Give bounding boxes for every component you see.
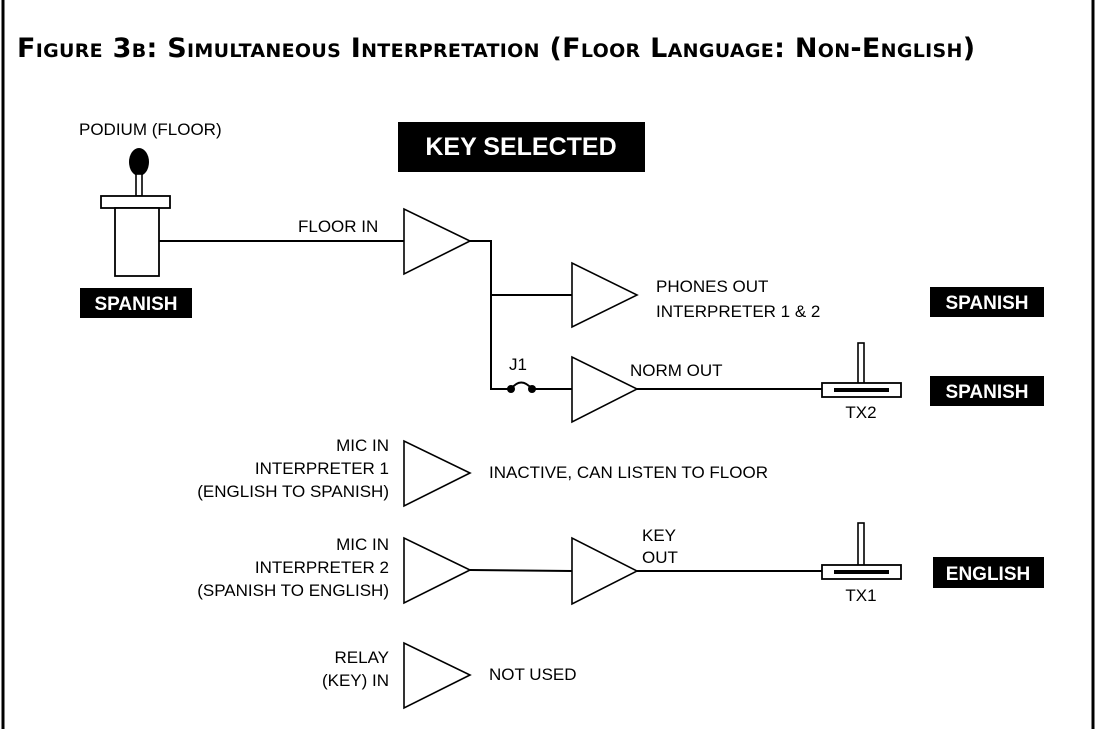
figure-title: Figure 3b: Simultaneous Interpretation (… [17,33,975,64]
tx2-language-text: SPANISH [945,382,1028,403]
mic2-to-key-wire [469,569,573,572]
floor-bus-wire [470,240,508,390]
podium-label: PODIUM (FLOOR) [79,120,222,139]
tx1-language-text: ENGLISH [946,564,1030,585]
mic1-label-line1: MIC IN [336,436,389,455]
key-out-label-line1: KEY [642,526,676,545]
mic1-amplifier [403,439,472,508]
floor-in-amplifier [403,207,472,276]
relay-label-line2: (KEY) IN [322,671,389,690]
tx2-label: TX2 [845,403,876,422]
j1-label: J1 [509,355,527,374]
mic1-label-line2: INTERPRETER 1 [255,459,389,478]
key-out-label-line2: OUT [642,548,678,567]
podium-language-badge [80,288,192,318]
mic2-amplifier [403,536,472,605]
phones-language-text: SPANISH [945,293,1028,314]
mic2-label-line3: (SPANISH TO ENGLISH) [197,581,389,600]
floor-in-label: FLOOR IN [298,217,378,236]
relay-label-line1: RELAY [335,648,390,667]
relay-amplifier [403,641,472,710]
norm-out-amplifier [571,355,639,424]
mic2-label-line2: INTERPRETER 2 [255,558,389,577]
phones-language-badge [930,287,1044,317]
mic2-label-line1: MIC IN [336,535,389,554]
not-used-label: NOT USED [489,665,577,684]
podium-language-text: SPANISH [94,294,177,315]
j1-jumper-icon [507,381,536,393]
podium-microphone-icon [100,148,171,277]
inactive-label: INACTIVE, CAN LISTEN TO FLOOR [489,463,768,482]
key-selected-text: KEY SELECTED [425,133,616,161]
phones-out-label-line1: PHONES OUT [656,277,768,296]
tx1-label: TX1 [845,586,876,605]
key-out-amplifier [571,536,639,606]
norm-out-label: NORM OUT [630,361,723,380]
tx2-transmitter-icon [821,342,902,398]
mic1-label-line3: (ENGLISH TO SPANISH) [197,482,389,501]
phones-out-amplifier [571,261,639,329]
tx1-language-badge [933,557,1044,588]
tx2-language-badge [930,376,1044,406]
key-selected-banner [398,122,645,172]
tx1-transmitter-icon [821,522,902,580]
phones-out-label-line2: INTERPRETER 1 & 2 [656,302,820,321]
